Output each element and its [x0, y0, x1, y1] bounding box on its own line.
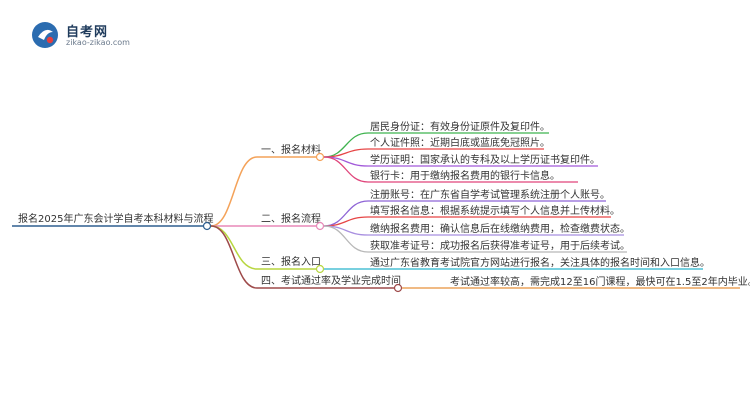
- branch-connector: [210, 225, 258, 289]
- branch-label[interactable]: 三、报名入口: [261, 255, 321, 268]
- leaf-connector: [323, 225, 369, 253]
- branch-node-dot[interactable]: [315, 221, 325, 231]
- leaf-connector: [323, 156, 369, 183]
- branch-node-dot[interactable]: [393, 283, 403, 293]
- zikao-logo-icon: [32, 22, 58, 48]
- leaf-connector: [323, 200, 369, 227]
- leaf-label[interactable]: 注册账号：在广东省自学考试管理系统注册个人账号。: [370, 188, 610, 201]
- branch-node-dot[interactable]: [315, 264, 325, 274]
- leaf-label[interactable]: 考试通过率较高，需完成12至16门课程，最快可在1.5至2年内毕业。: [450, 275, 750, 288]
- branch-label[interactable]: 一、报名材料: [261, 143, 321, 156]
- leaf-label[interactable]: 银行卡：用于缴纳报名费用的银行卡信息。: [370, 169, 560, 182]
- branch-connector: [210, 156, 258, 227]
- branch-label[interactable]: 二、报名流程: [261, 212, 321, 225]
- root-label[interactable]: 报名2025年广东会计学自考本科材料与流程: [18, 212, 213, 225]
- leaf-label[interactable]: 缴纳报名费用：确认信息后在线缴纳费用，检查缴费状态。: [370, 222, 630, 235]
- leaf-label[interactable]: 填写报名信息：根据系统提示填写个人信息并上传材料。: [370, 204, 620, 217]
- branch-node-dot[interactable]: [315, 152, 325, 162]
- branch-connector: [210, 225, 258, 270]
- logo-name: 自考网: [66, 25, 109, 40]
- leaf-label[interactable]: 获取准考证号：成功报名后获得准考证号，用于后续考试。: [370, 239, 630, 252]
- leaf-label[interactable]: 学历证明：国家承认的专科及以上学历证书复印件。: [370, 153, 600, 166]
- site-logo[interactable]: 自考网 zikao-zikao.com: [30, 18, 140, 52]
- leaf-label[interactable]: 个人证件照：近期白底或蓝底免冠照片。: [370, 136, 550, 149]
- branch-label[interactable]: 四、考试通过率及学业完成时间: [261, 274, 401, 287]
- logo-domain: zikao-zikao.com: [66, 38, 130, 47]
- root-node-dot[interactable]: [202, 221, 212, 231]
- leaf-label[interactable]: 居民身份证：有效身份证原件及复印件。: [370, 120, 550, 133]
- leaf-label[interactable]: 通过广东省教育考试院官方网站进行报名，关注具体的报名时间和入口信息。: [370, 256, 710, 269]
